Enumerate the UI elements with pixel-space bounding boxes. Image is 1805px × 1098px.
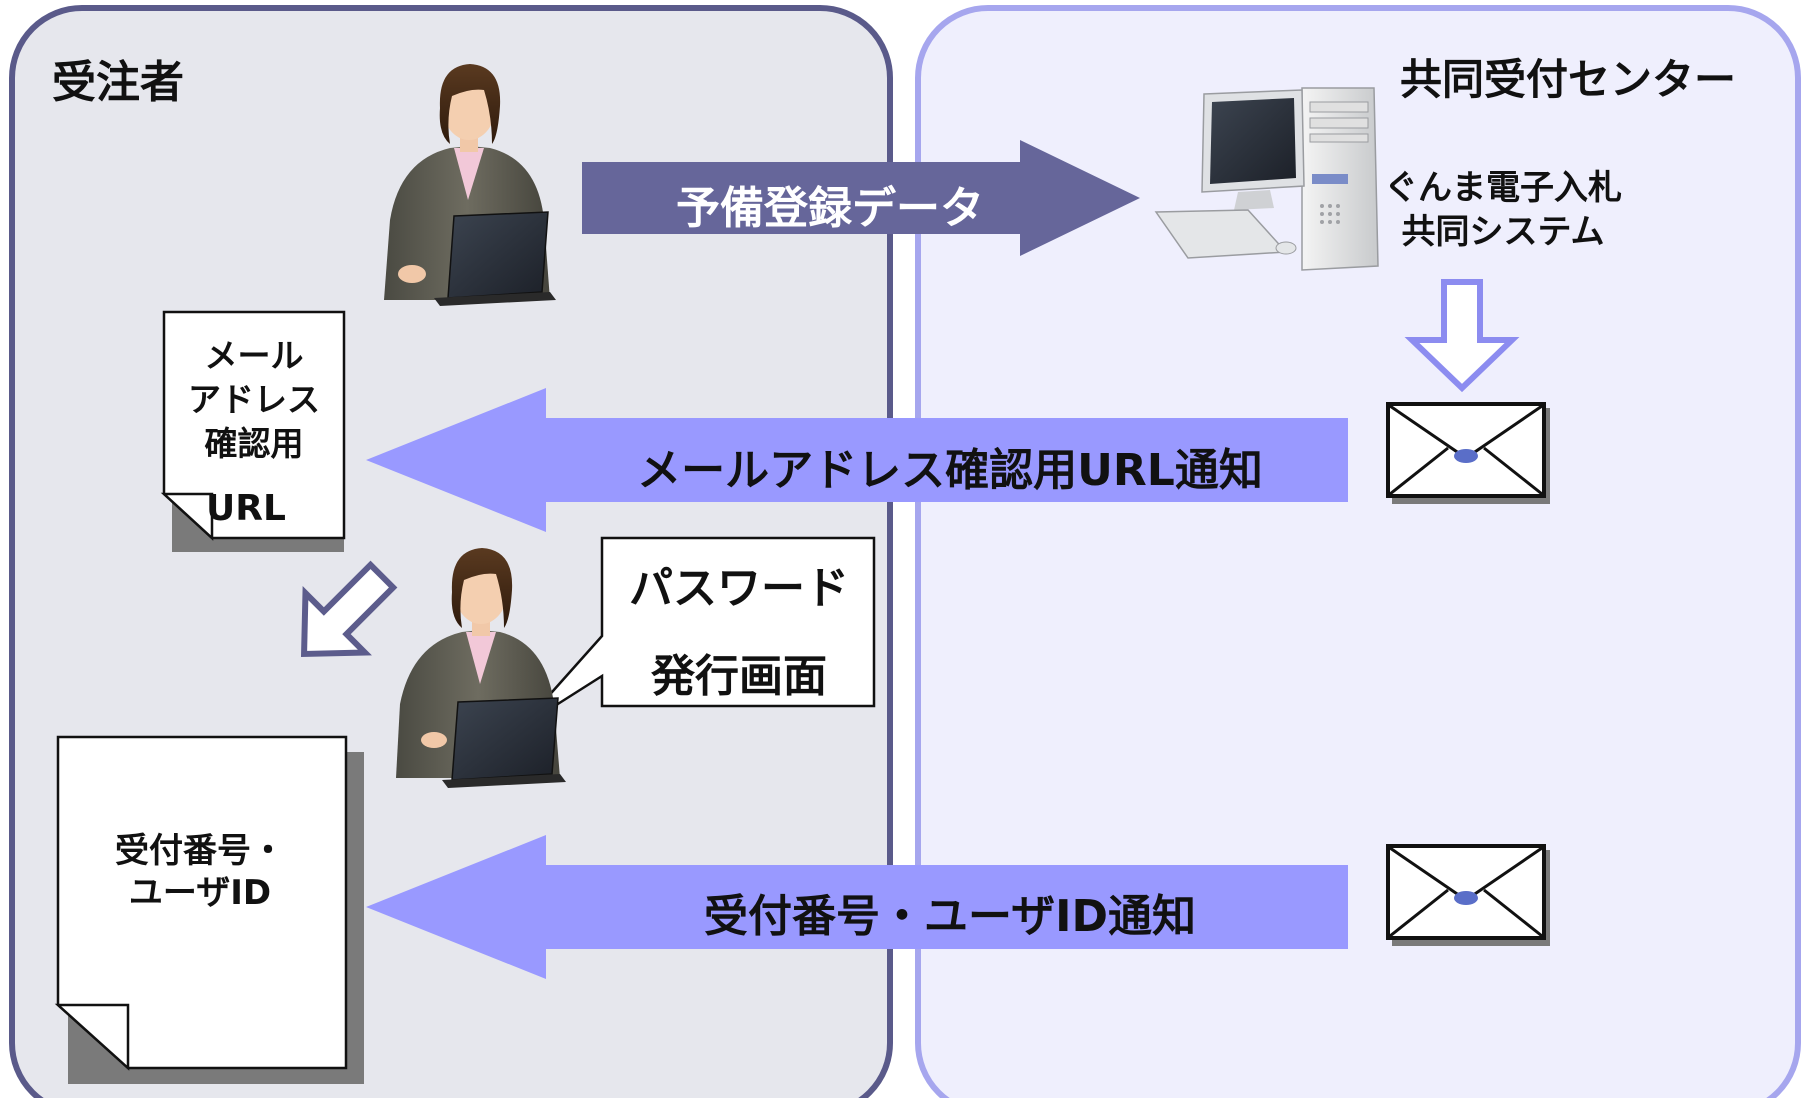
businesswoman-laptop-icon [396, 548, 566, 788]
system-label-line2: 共同システム [1401, 212, 1605, 252]
contractor-title: 受注者 [52, 57, 184, 108]
envelope-icon [1386, 402, 1550, 504]
url-notice-label: メールアドレス確認用URL通知 [637, 445, 1263, 496]
url-document-text: メール アドレス 確認用 [164, 334, 344, 466]
envelope-icon [1386, 844, 1550, 946]
hollow-diagonal-arrow-icon [300, 560, 398, 658]
password-screen-line2: 発行画面 [651, 651, 827, 702]
hollow-down-arrow-icon [1404, 279, 1520, 393]
url-document-line2: アドレス [188, 380, 320, 419]
url-document-line1: メール [204, 336, 304, 375]
password-screen-line1: パスワード [629, 563, 849, 614]
preregistration-arrow [582, 140, 1140, 256]
password-screen-callout [519, 536, 876, 730]
id-document-line2: ユーザID [128, 873, 272, 913]
url-document [160, 310, 346, 552]
system-label-line1: ぐんま電子入札 [1384, 168, 1622, 208]
reception-center-title: 共同受付センター [1400, 55, 1737, 104]
desktop-computer-icon [1154, 87, 1379, 271]
id-document [54, 735, 364, 1084]
url-document-line4: URL [206, 488, 286, 529]
preregistration-label: 予備登録データ [676, 183, 984, 234]
url-notice-arrow [366, 388, 1348, 532]
system-label: ぐんま電子入札 共同システム [1378, 166, 1628, 254]
id-notice-label: 受付番号・ユーザID通知 [703, 891, 1196, 942]
url-document-line3: 確認用 [204, 424, 304, 463]
businesswoman-laptop-icon [384, 64, 556, 306]
id-notice-arrow [366, 835, 1348, 979]
reception-center-panel [915, 5, 1801, 1098]
id-document-line1: 受付番号・ [115, 831, 285, 871]
id-document-text: 受付番号・ ユーザID [90, 830, 310, 914]
